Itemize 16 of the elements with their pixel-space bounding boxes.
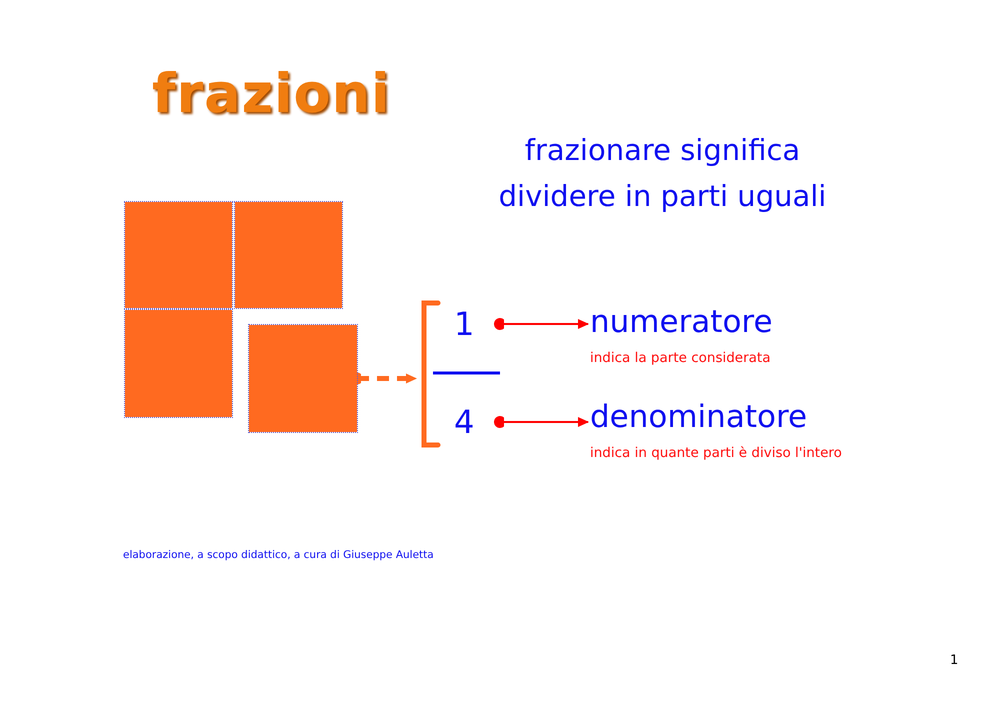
term-name: denominatore — [590, 398, 808, 437]
credit-note: elaborazione, a scopo didattico, a cura di Giuseppe Auletta — [123, 549, 434, 561]
term-description: indica la parte considerata — [590, 350, 770, 366]
square-piece — [249, 325, 357, 432]
square-piece — [235, 202, 342, 308]
term-description: indica in quante parti è diviso l'intero — [590, 445, 842, 461]
term-name: numeratore — [590, 303, 774, 342]
fraction-digit: 4 — [453, 402, 476, 443]
page-number: 1 — [950, 653, 958, 668]
fraction-digit: 1 — [453, 304, 476, 345]
square-piece — [125, 202, 232, 308]
arrow — [494, 318, 589, 330]
title: frazioni — [152, 62, 391, 125]
arrow — [494, 416, 589, 428]
square-piece — [125, 310, 232, 417]
subtitle: frazionare significa dividere in parti uguali — [498, 132, 828, 215]
